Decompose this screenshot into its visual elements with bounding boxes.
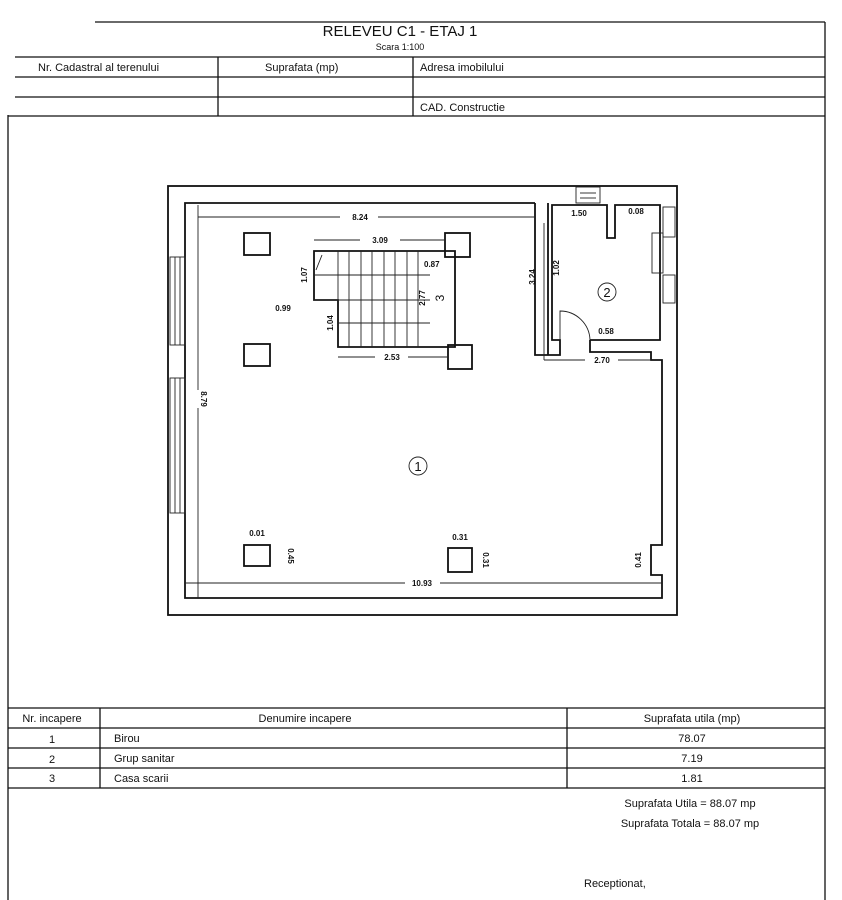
dim-right-notch: 0.41 <box>634 552 643 568</box>
dim-bath-top-right: 0.08 <box>628 207 644 216</box>
dim-pillar1-width: 0.01 <box>249 529 265 538</box>
dim-bath-top-left: 1.50 <box>571 209 587 218</box>
svg-text:3: 3 <box>433 294 447 301</box>
dim-bath-outer-height: 3.24 <box>528 269 537 285</box>
pillar <box>447 547 473 573</box>
staircase <box>313 250 456 348</box>
dim-pillar1-height: 0.45 <box>286 548 295 564</box>
dim-stair-top: 3.09 <box>372 236 388 245</box>
bath-window-2 <box>662 274 676 304</box>
received-label: Receptionat, <box>584 878 646 890</box>
svg-text:Birou: Birou <box>114 733 140 745</box>
svg-text:78.07: 78.07 <box>678 733 706 745</box>
left-window-1 <box>169 256 186 346</box>
dim-bath-door: 0.58 <box>598 327 614 336</box>
dimension-lines <box>185 205 662 598</box>
dim-pillar2-height: 0.31 <box>481 552 490 568</box>
rooms-table: Nr. incapere Denumire incapere Suprafata… <box>8 707 825 789</box>
document-title: RELEVEU C1 - ETAJ 1 <box>323 23 478 40</box>
col-header-name: Denumire incapere <box>259 713 352 725</box>
svg-text:1: 1 <box>414 459 421 474</box>
dim-stair-right-small: 0.87 <box>424 260 440 269</box>
dim-bath-bottom: 2.70 <box>594 356 610 365</box>
dim-stair-height: 2.77 <box>418 290 427 306</box>
table-row: 2 Grup sanitar 7.19 <box>49 753 703 766</box>
room-label-2: 2 <box>597 282 617 302</box>
dim-stair-left: 1.07 <box>300 267 309 283</box>
svg-text:Grup sanitar: Grup sanitar <box>114 753 175 765</box>
cadastral-label: Nr. Cadastral al terenului <box>38 62 159 74</box>
floor-plan: 8.24 3.09 1.07 0.87 0.99 1.04 2.77 2.53 … <box>167 185 678 616</box>
table-row: 1 Birou 78.07 <box>49 733 706 746</box>
bath-entry-step <box>575 186 601 204</box>
col-header-nr: Nr. incapere <box>22 713 81 725</box>
left-window-2 <box>169 377 186 514</box>
svg-text:1: 1 <box>49 734 55 746</box>
header-block: RELEVEU C1 - ETAJ 1 Scara 1:100 Nr. Cada… <box>8 23 825 117</box>
svg-text:7.19: 7.19 <box>681 753 702 765</box>
room-label-1: 1 <box>408 456 428 476</box>
dim-stair-lower-left: 1.04 <box>326 315 335 331</box>
surface-label: Suprafata (mp) <box>265 62 338 74</box>
svg-text:2: 2 <box>49 754 55 766</box>
pillar <box>243 232 271 256</box>
svg-text:Casa scarii: Casa scarii <box>114 773 168 785</box>
total-area: Suprafata Totala = 88.07 mp <box>621 818 759 830</box>
dim-pillar2-width: 0.31 <box>452 533 468 542</box>
document-scale: Scara 1:100 <box>376 42 425 52</box>
col-header-area: Suprafata utila (mp) <box>644 713 741 725</box>
svg-text:3: 3 <box>49 773 55 785</box>
pillar <box>243 343 271 367</box>
svg-text:2: 2 <box>603 285 610 300</box>
table-row: 3 Casa scarii 1.81 <box>49 773 703 785</box>
total-useful-area: Suprafata Utila = 88.07 mp <box>624 798 755 810</box>
dim-bath-inner-height: 1.02 <box>552 260 561 276</box>
dim-bottom-width: 10.93 <box>412 579 433 588</box>
pillar <box>243 544 271 567</box>
dim-left-height: 8.79 <box>199 391 208 407</box>
dim-stair-step-offset: 0.99 <box>275 304 291 313</box>
bath-niche <box>651 232 664 274</box>
dim-stair-bottom: 2.53 <box>384 353 400 362</box>
bath-window-1 <box>662 206 676 238</box>
bath-door-swing <box>559 310 591 341</box>
page-frame <box>7 21 826 900</box>
pillar <box>447 344 473 370</box>
cad-construction-label: CAD. Constructie <box>420 102 505 114</box>
address-label: Adresa imobilului <box>420 62 504 74</box>
svg-text:1.81: 1.81 <box>681 773 702 785</box>
pillar <box>444 232 471 258</box>
room-label-3: 3 <box>433 294 447 301</box>
dim-top-width: 8.24 <box>352 213 368 222</box>
